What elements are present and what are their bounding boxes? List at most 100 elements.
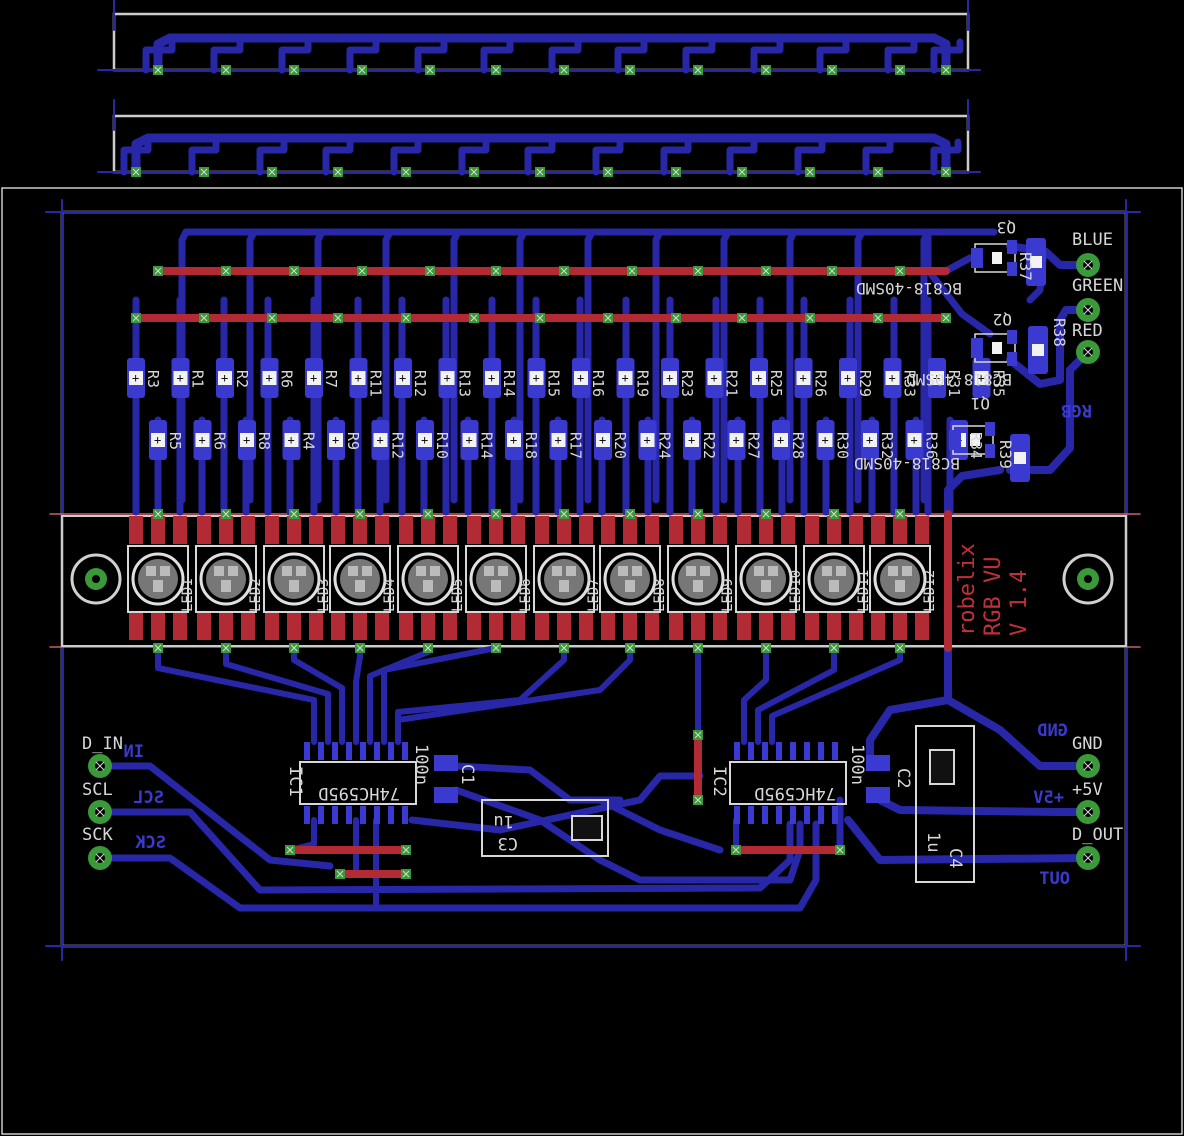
resistor-bottom-body [863, 433, 877, 447]
resistor-bottom-label: R10 [433, 432, 451, 459]
resistor-top-label: R2 [233, 370, 251, 388]
led-pad [151, 516, 165, 544]
label-sck: SCK [82, 825, 113, 845]
led-die [829, 580, 839, 592]
led-die [902, 566, 912, 576]
via-mark [560, 644, 568, 652]
pad-dout-mark [1083, 853, 1093, 863]
ic2-pin [804, 806, 810, 824]
strip2-branch [660, 138, 692, 176]
led-die [895, 580, 905, 592]
label-gnd-bottom: GND [1037, 721, 1068, 741]
board-edge [1, 187, 1183, 1135]
ic2-pin [790, 806, 796, 824]
label-sck-bottom: SCK [135, 833, 166, 853]
ic1-pin [304, 806, 310, 824]
via-mark [470, 168, 478, 176]
resistor-top-body [796, 371, 811, 385]
data-trace [408, 772, 704, 834]
strip1-branch [614, 38, 648, 74]
led-pad [805, 612, 819, 640]
resistor-bottom-body [151, 433, 165, 447]
led-pad [893, 612, 907, 640]
resistor-bottom-mark: + [688, 433, 695, 447]
resistor-top-body [485, 371, 499, 385]
led-outline [599, 545, 661, 613]
via-mark [830, 644, 838, 652]
led-die [700, 566, 710, 576]
via-mark [942, 66, 950, 74]
resistor-bottom-mark: + [199, 433, 206, 447]
led-pad [467, 612, 481, 640]
led-pad [915, 612, 929, 640]
resistor-bottom-label: R18 [522, 432, 540, 459]
led-pad [421, 612, 435, 640]
ic1-pin [402, 806, 408, 824]
via-mark [402, 870, 410, 878]
led-label: LED11 [856, 570, 872, 612]
resistor-bus [516, 228, 594, 504]
led-ring [603, 552, 657, 606]
led-die [423, 580, 433, 592]
resistor-bottom-mark: + [510, 433, 517, 447]
led-pad [759, 516, 773, 544]
via-mark [200, 168, 208, 176]
led-label: LED6 [518, 578, 534, 612]
vcc-rail [876, 796, 1092, 816]
led-pad [421, 516, 435, 544]
pad-green-mark [1083, 305, 1093, 315]
led-lens [814, 559, 854, 599]
transistor-labels: Q3 BC818-40SMD R37 Q2 BC818-40SMD R38 Q1… [854, 218, 1069, 473]
led-pad [871, 612, 885, 640]
led-pad [781, 516, 795, 544]
led-outline [803, 545, 865, 613]
transistor-q1-pad [985, 422, 995, 436]
via-mark [334, 314, 342, 322]
branding: robelix RGB VU V 1.4 [955, 543, 1032, 636]
via-mark [536, 168, 544, 176]
led-pad [219, 516, 233, 544]
led-pad [827, 612, 841, 640]
cap-pad [434, 787, 458, 803]
led-label: LED8 [652, 578, 668, 612]
label-dout: D_OUT [1072, 825, 1123, 845]
strip1-branch [346, 38, 380, 74]
led-pad [827, 516, 841, 544]
transistor-q1-pad [949, 430, 961, 450]
strip2-branch [256, 138, 288, 176]
led-outline [735, 545, 797, 613]
via-mark [762, 267, 770, 275]
resistor-top-mark: + [933, 371, 940, 385]
led-pad [309, 516, 323, 544]
led-pad [669, 612, 683, 640]
led-die [289, 580, 299, 592]
led-pad [489, 516, 503, 544]
r39-label: R39 [996, 440, 1015, 469]
led-pad [197, 516, 211, 544]
strip2-branch [188, 138, 220, 176]
led-pad [265, 516, 279, 544]
pad-blue-mark [1083, 260, 1093, 270]
ic1-pin [402, 742, 408, 760]
via-mark [604, 168, 612, 176]
via-mark [762, 510, 770, 518]
strip1-branch [548, 38, 582, 74]
led-ring [807, 552, 861, 606]
via-mark [896, 510, 904, 518]
led-pad [443, 612, 457, 640]
ic2-ref: IC2 [709, 766, 729, 797]
strip1-branch [930, 38, 964, 74]
ic1-pin [332, 806, 338, 824]
strip2-branch [390, 138, 422, 176]
led-pad [557, 612, 571, 640]
resistor-bottom-label: R28 [789, 432, 807, 459]
q1-value: BC818-40SMD [854, 454, 960, 473]
top-traces [129, 267, 952, 878]
resistor-bottom-body [774, 433, 788, 447]
led-ring [401, 552, 455, 606]
resistor-top-label: R33 [901, 370, 919, 397]
resistor-top-label: R31 [945, 370, 963, 397]
via-mark [828, 66, 836, 74]
via-mark [492, 644, 500, 652]
